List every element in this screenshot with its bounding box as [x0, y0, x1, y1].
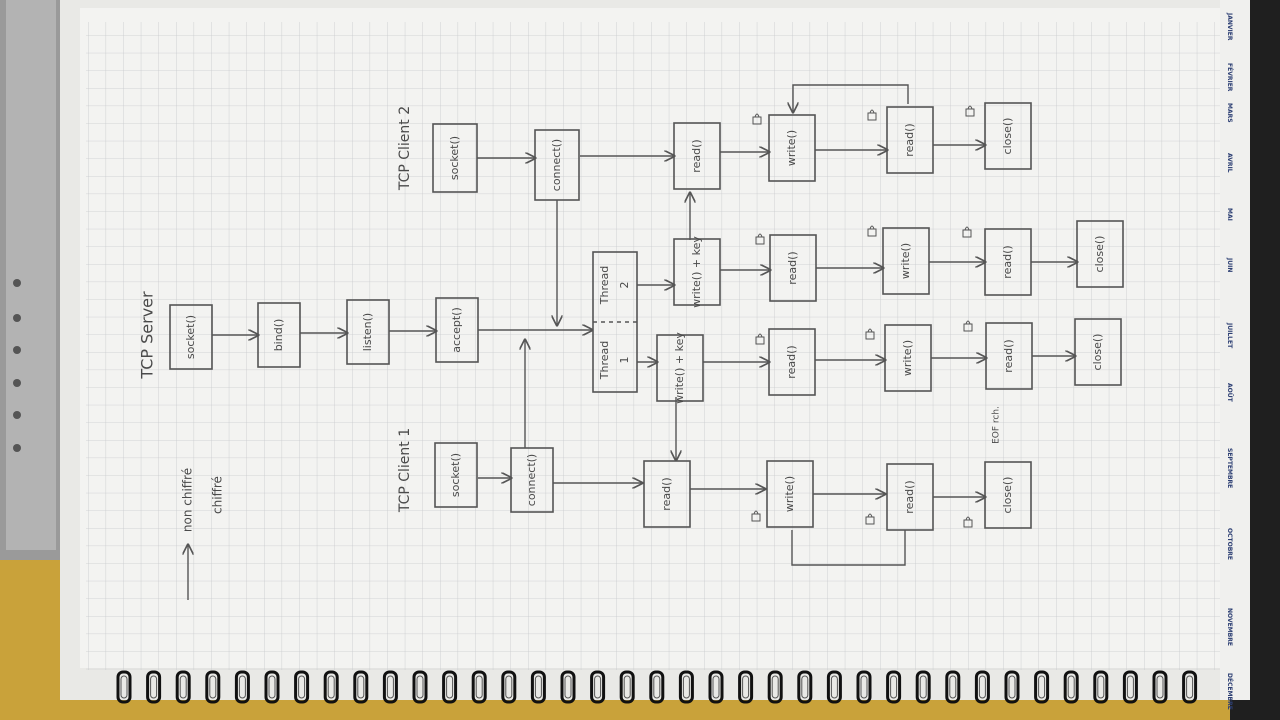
- client2-step-4: close(): [1001, 118, 1014, 155]
- calendar-month: MARS: [1226, 103, 1233, 123]
- thread1-number: 1: [618, 357, 631, 364]
- grid-area: [86, 22, 1221, 670]
- client2-step-3: read(): [903, 123, 916, 156]
- legend-encrypted: chiffré: [211, 476, 225, 514]
- client2-step-1: read(): [690, 139, 703, 172]
- thread2-step-4: read(): [1001, 245, 1014, 278]
- calendar-month: FÉVRIER: [1226, 63, 1234, 92]
- client1-connect-box: connect(): [525, 454, 538, 506]
- thread1-step-2: read(): [785, 345, 798, 378]
- calendar-month: SEPTEMBRE: [1226, 448, 1233, 488]
- client1-label: TCP Client 1: [397, 428, 413, 513]
- thread2-step-3: write(): [899, 243, 912, 279]
- eof-note: EOF rch.: [992, 406, 1002, 444]
- thread1-step-5: close(): [1091, 334, 1104, 371]
- calendar-month: NOVEMBRE: [1226, 608, 1233, 646]
- calendar-month: AVRIL: [1226, 153, 1233, 173]
- calendar-month: JANVIER: [1226, 12, 1233, 41]
- calendar-month: JUIN: [1226, 257, 1233, 272]
- thread2-step-1: write() + key: [690, 236, 703, 308]
- diagram-title: TCP Server: [138, 291, 157, 380]
- client1-step-1: read(): [660, 477, 673, 510]
- client2-socket-box: socket(): [448, 136, 461, 180]
- thread1-label: Thread: [598, 341, 611, 380]
- thread1-step-4: read(): [1002, 339, 1015, 372]
- thread2-step-5: close(): [1093, 236, 1106, 273]
- thread2-label: Thread: [598, 266, 611, 305]
- client1-step-3: read(): [903, 480, 916, 513]
- thread1-step-3: write(): [901, 340, 914, 376]
- client1-step-2: write(): [783, 476, 796, 512]
- calendar-month: JUILLET: [1226, 322, 1233, 349]
- server-accept-box: accept(): [450, 307, 463, 352]
- server-listen-box: listen(): [361, 313, 374, 351]
- calendar-month: OCTOBRE: [1226, 528, 1233, 560]
- calendar-month: MAI: [1226, 208, 1233, 221]
- client2-connect-box: connect(): [550, 139, 563, 191]
- calendar-month: AOÛT: [1226, 383, 1233, 403]
- server-bind-box: bind(): [272, 319, 285, 352]
- thread2-number: 2: [618, 282, 631, 289]
- client1-socket-box: socket(): [449, 453, 462, 497]
- client1-step-4: close(): [1001, 477, 1014, 514]
- server-socket-box: socket(): [184, 315, 197, 359]
- client2-step-2: write(): [785, 130, 798, 166]
- client2-label: TCP Client 2: [397, 106, 413, 191]
- thread2-step-2: read(): [786, 251, 799, 284]
- thread1-step-1: write() + key: [673, 332, 686, 404]
- legend-plain: non chiffré: [181, 468, 195, 532]
- calendar-month: DÉCEMBRE: [1226, 673, 1234, 710]
